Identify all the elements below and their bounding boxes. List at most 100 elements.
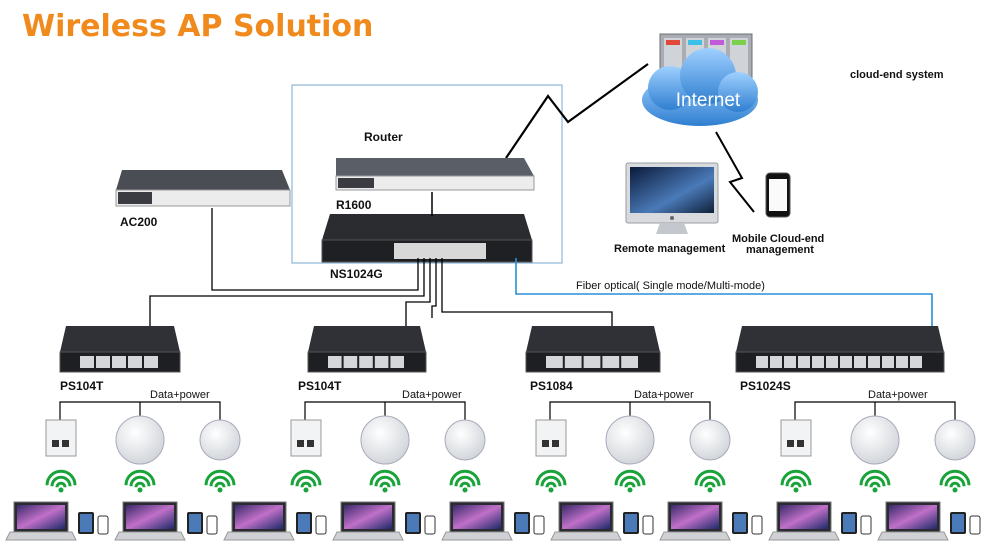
tablet-screen (952, 514, 964, 532)
ac-model-label: AC200 (120, 215, 158, 229)
core-network-box (291, 84, 563, 264)
ceiling-ap-icon (605, 415, 655, 465)
wifi-arc (540, 475, 562, 487)
ceiling-ap-icon (689, 419, 731, 461)
tablet-screen (516, 514, 528, 532)
core-switch-icon (321, 214, 533, 263)
wifi-signal-icon (939, 469, 971, 493)
wall-plate-port (542, 440, 549, 447)
client-devices-3 (223, 501, 327, 541)
port (868, 356, 880, 368)
laptop-screen (17, 505, 65, 529)
wifi-signal-icon (449, 469, 481, 493)
tablet-screen (843, 514, 855, 532)
laptop-base (550, 531, 622, 541)
mobile-management-label-2: management (746, 244, 814, 256)
wifi-dot (217, 487, 223, 493)
phone-icon (533, 515, 545, 535)
tablet-screen (298, 514, 310, 532)
wall-plate-port (62, 440, 69, 447)
wifi-arc (454, 475, 476, 487)
phone-icon (97, 515, 109, 535)
client-devices-8 (768, 501, 872, 541)
phone-icon (642, 515, 654, 535)
data-power-label: Data+power (150, 389, 210, 401)
wifi-signal-icon (290, 469, 322, 493)
ac-to-switch-link (211, 208, 419, 291)
wall-plate-ap-icon (535, 419, 567, 457)
switch-to-poe1-link (149, 258, 425, 336)
wifi-arc (785, 475, 807, 487)
tablet-screen (80, 514, 92, 532)
wifi-arc (379, 481, 391, 488)
phone-icon (860, 515, 872, 535)
wifi-arc (614, 469, 646, 486)
port (583, 356, 601, 368)
wifi-arc (204, 469, 236, 486)
remote-management-label: Remote management (614, 243, 726, 255)
wall-plate-port (787, 440, 794, 447)
tablet-screen (734, 514, 746, 532)
phone-icon (424, 515, 436, 535)
wifi-arc (859, 469, 891, 486)
wifi-arc (55, 481, 67, 488)
laptop-base (877, 531, 949, 541)
wifi-arc (869, 481, 881, 488)
wall-plate-ap-icon (780, 419, 812, 457)
port (343, 356, 358, 368)
phone-icon (751, 515, 763, 535)
port (826, 356, 838, 368)
port (854, 356, 866, 368)
wifi-dot (462, 487, 468, 493)
wall-plate-ap-icon (45, 419, 77, 457)
poe-switch-model-label: PS104T (60, 379, 104, 393)
smartphone-icon (765, 172, 791, 218)
wifi-arc (369, 469, 401, 486)
client-devices-1 (5, 501, 109, 541)
client-devices-9 (877, 501, 981, 541)
client-devices-4 (332, 501, 436, 541)
wifi-signal-icon (204, 469, 236, 493)
internet-label: Internet (676, 90, 741, 111)
wall-plate-port (307, 440, 314, 447)
wall-plate-port (552, 440, 559, 447)
fiber-label: Fiber optical( Single mode/Multi-mode) (576, 280, 765, 292)
port (756, 356, 768, 368)
wifi-dot (382, 487, 388, 493)
tablet-screen (625, 514, 637, 532)
wifi-signal-icon (124, 469, 156, 493)
phone-icon (969, 515, 981, 535)
client-devices-5 (441, 501, 545, 541)
router-model-label: R1600 (336, 198, 372, 212)
wifi-signal-icon (614, 469, 646, 493)
client-devices-2 (114, 501, 218, 541)
wall-plate-port (797, 440, 804, 447)
wifi-dot (137, 487, 143, 493)
wifi-arc (619, 475, 641, 487)
wifi-dot (707, 487, 713, 493)
wifi-dot (872, 487, 878, 493)
router-label: Router (364, 130, 403, 144)
port (784, 356, 796, 368)
port (112, 356, 126, 368)
router-device-icon (335, 158, 535, 191)
core-switch-model-label: NS1024G (330, 267, 383, 281)
ceiling-ap-icon (360, 415, 410, 465)
wan-link-mobile (715, 131, 755, 213)
port (882, 356, 894, 368)
ceiling-ap-icon (199, 419, 241, 461)
port (840, 356, 852, 368)
ceiling-ap-icon (444, 419, 486, 461)
port (390, 356, 404, 368)
wifi-dot (793, 487, 799, 493)
wifi-arc (209, 475, 231, 487)
poe-switch-model-label: PS104T (298, 379, 342, 393)
wifi-dot (58, 487, 64, 493)
client-devices-7 (659, 501, 763, 541)
port (80, 356, 94, 368)
laptop-base (441, 531, 513, 541)
port (812, 356, 824, 368)
wifi-arc (864, 475, 886, 487)
